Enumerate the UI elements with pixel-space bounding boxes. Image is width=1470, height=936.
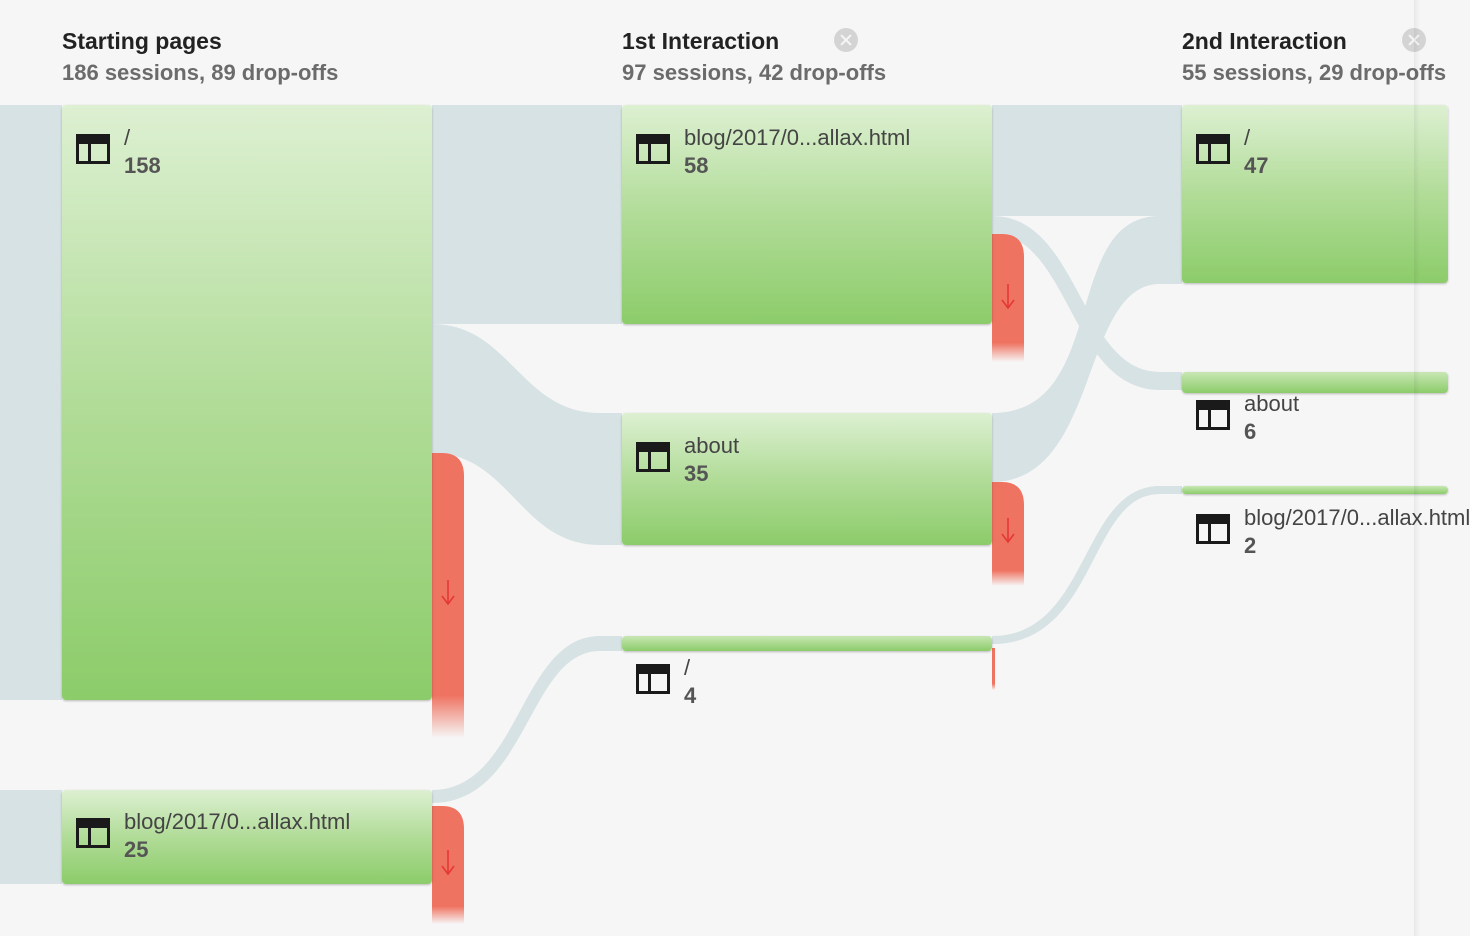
dropoff-arrow-icon [441,580,455,606]
dropoff-i1-home[interactable] [992,648,995,690]
column-title: 1st Interaction [622,28,780,54]
node-i2-home[interactable] [1182,105,1448,283]
column-header-starting-pages: Starting pages 186 sessions, 89 drop-off… [62,26,338,90]
column-summary: 97 sessions, 42 drop-offs [622,60,887,85]
flow-i1blog-to-i2home[interactable] [992,105,1182,216]
node-i1-about[interactable] [622,413,992,545]
node-i2-about[interactable] [1182,372,1448,393]
dropoff-arrow-icon [1001,284,1015,310]
flow-i1about-to-i2home[interactable] [992,216,1182,482]
node-start-blog[interactable] [62,790,432,884]
close-icon[interactable] [1402,28,1426,52]
node-start-home[interactable] [62,105,432,700]
flow-i1blog-to-i2about[interactable] [992,216,1182,390]
node-i1-blog[interactable] [622,105,992,324]
flow-home-to-blog[interactable] [432,105,622,324]
node-i1-home[interactable] [622,636,992,651]
flow-blog-to-home[interactable] [432,636,622,803]
column-header-2nd-interaction: 2nd Interaction 55 sessions, 29 drop-off… [1182,26,1446,90]
flow-i1home-to-i2blog[interactable] [992,486,1182,644]
entrance-flow-blog[interactable] [0,790,62,884]
node-i2-blog[interactable] [1182,486,1448,494]
dropoff-arrow-icon [1001,518,1015,544]
dropoff-arrow-icon [441,850,455,876]
entrance-flow-home[interactable] [0,105,62,700]
close-icon[interactable] [834,28,858,52]
column-summary: 186 sessions, 89 drop-offs [62,60,339,85]
column-title: 2nd Interaction [1182,28,1347,54]
flow-home-to-about[interactable] [432,324,622,545]
column-summary: 55 sessions, 29 drop-offs [1182,60,1447,85]
column-title: Starting pages [62,28,222,54]
column-header-1st-interaction: 1st Interaction 97 sessions, 42 drop-off… [622,26,886,90]
